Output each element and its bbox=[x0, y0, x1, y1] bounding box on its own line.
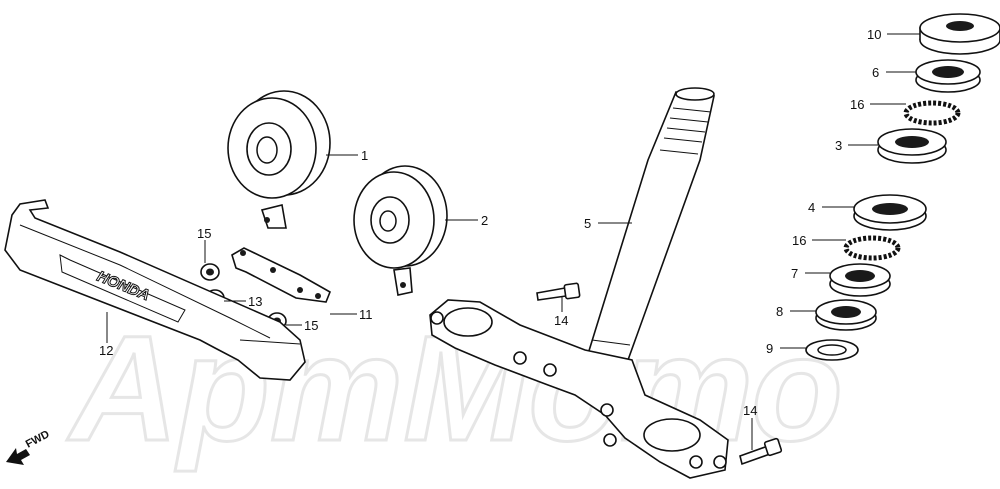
fwd-arrow-icon bbox=[6, 448, 30, 465]
stem-cover-12: HONDA bbox=[4, 199, 306, 381]
bearing-16-lower bbox=[843, 235, 901, 261]
label-5: 5 bbox=[584, 216, 591, 231]
label-14-lower: 14 bbox=[743, 403, 757, 418]
label-3: 3 bbox=[835, 138, 842, 153]
label-10: 10 bbox=[867, 27, 881, 42]
leader-lines bbox=[106, 33, 920, 450]
horn-bracket-11 bbox=[231, 247, 332, 303]
fwd-indicator: FWD bbox=[6, 428, 52, 465]
label-7: 7 bbox=[791, 266, 798, 281]
label-2: 2 bbox=[481, 213, 488, 228]
washer-9 bbox=[805, 339, 859, 361]
label-15-lower: 15 bbox=[304, 318, 318, 333]
race-6 bbox=[915, 59, 981, 93]
race-7 bbox=[829, 263, 891, 297]
bolt-14-upper bbox=[536, 282, 581, 301]
label-1: 1 bbox=[361, 148, 368, 163]
horn-2 bbox=[353, 165, 448, 296]
label-8: 8 bbox=[776, 304, 783, 319]
horn-1 bbox=[227, 90, 331, 229]
nut-15-upper bbox=[200, 263, 220, 281]
nut-10 bbox=[919, 13, 1000, 55]
label-15-upper: 15 bbox=[197, 226, 211, 241]
race-3 bbox=[877, 128, 947, 164]
race-4 bbox=[853, 194, 927, 231]
bolt-14-lower bbox=[739, 437, 783, 466]
label-16-lower: 16 bbox=[792, 233, 806, 248]
fwd-label: FWD bbox=[24, 428, 52, 450]
label-13: 13 bbox=[248, 294, 262, 309]
label-16-upper: 16 bbox=[850, 97, 864, 112]
callout-labels: 1 2 3 4 5 6 7 8 9 10 11 12 13 14 14 15 1… bbox=[99, 27, 881, 418]
label-12: 12 bbox=[99, 343, 113, 358]
bottom-bridge bbox=[429, 299, 729, 479]
label-9: 9 bbox=[766, 341, 773, 356]
label-14-upper: 14 bbox=[554, 313, 568, 328]
seal-8 bbox=[815, 299, 877, 331]
label-4: 4 bbox=[808, 200, 815, 215]
label-11: 11 bbox=[359, 307, 373, 322]
label-6: 6 bbox=[872, 65, 879, 80]
bearing-16-upper bbox=[903, 100, 961, 126]
